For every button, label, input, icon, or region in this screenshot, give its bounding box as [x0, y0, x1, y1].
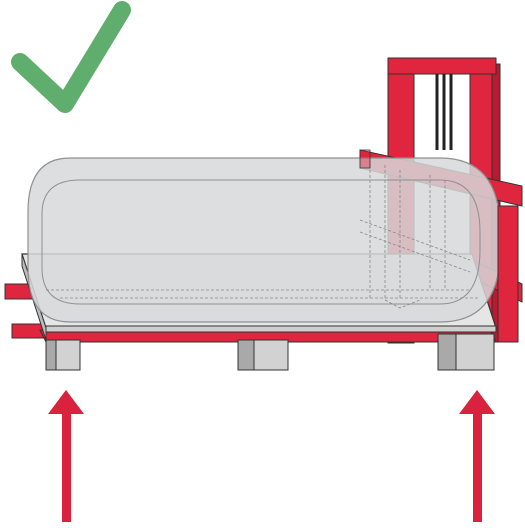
arrow-up-icon	[48, 390, 84, 522]
check-mark-icon	[11, 1, 131, 113]
hidden-lines	[46, 160, 480, 309]
arrow-up-icon	[459, 390, 495, 522]
forklift-carriage-front	[359, 149, 519, 343]
tank-load	[27, 157, 501, 323]
pallet-block-right	[437, 333, 495, 371]
pallet-block-left	[45, 339, 81, 371]
pallet-block-middle	[237, 339, 289, 371]
